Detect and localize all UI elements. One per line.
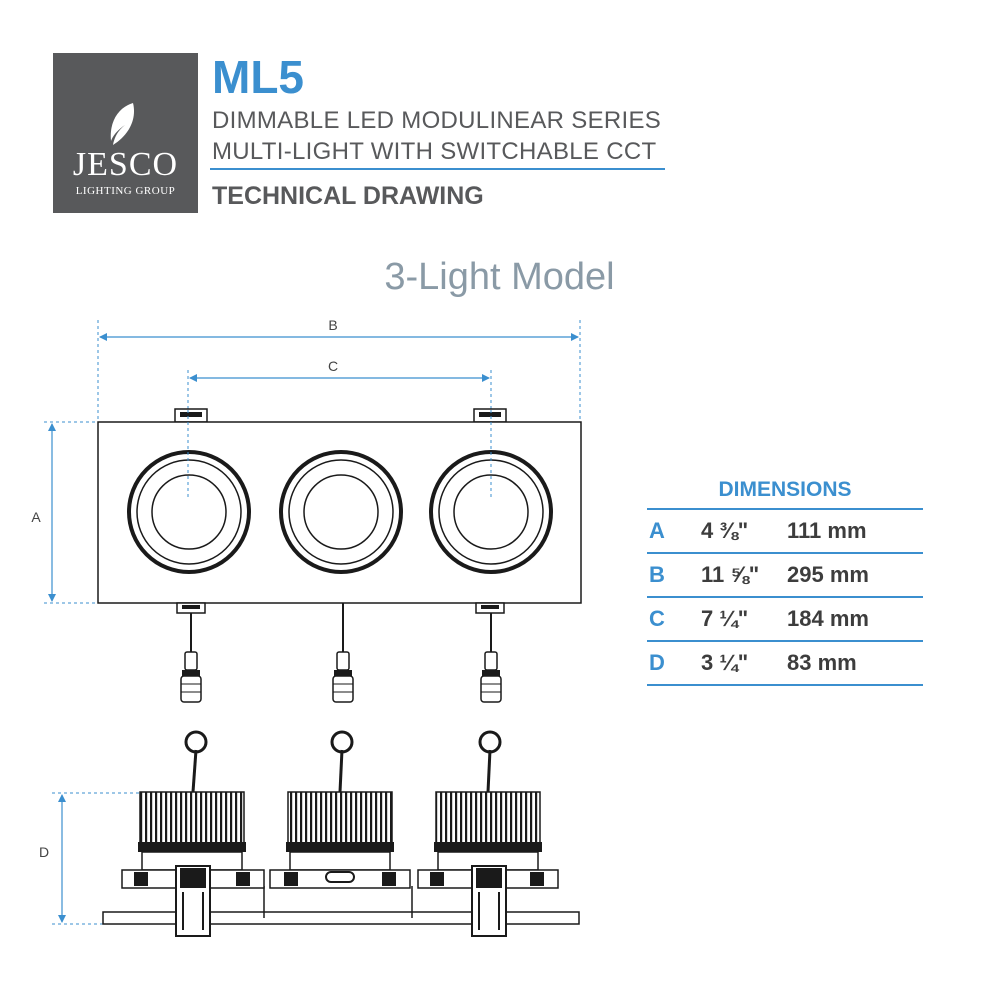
dimensions-title: DIMENSIONS: [647, 472, 923, 510]
dimension-b: B: [97, 317, 581, 420]
label-a: A: [31, 509, 41, 525]
dimension-mm: 295 mm: [787, 562, 869, 587]
table-row: A 4 ⅜" 111 mm: [647, 510, 923, 554]
series-line-2: MULTI-LIGHT WITH SWITCHABLE CCT: [212, 138, 657, 165]
jesco-logo: JESCO LIGHTING GROUP: [53, 53, 198, 213]
dimension-mm: 184 mm: [787, 606, 869, 631]
dimension-mm: 83 mm: [787, 650, 857, 675]
dimension-letter: C: [649, 606, 665, 631]
table-row: C 7 ¼" 184 mm: [647, 598, 923, 642]
logo-subtitle: LIGHTING GROUP: [75, 185, 176, 197]
dimension-letter: A: [649, 518, 665, 543]
side-view: [102, 730, 580, 937]
dimension-d: D: [39, 792, 140, 925]
dimension-a: A: [31, 421, 98, 604]
dimension-inches: 3 ¼": [701, 650, 749, 675]
light-3: [429, 450, 553, 574]
connectors-middle: [332, 603, 354, 703]
logo-name: JESCO: [72, 146, 179, 183]
label-b: B: [328, 317, 337, 333]
leaf-logo-icon: [110, 103, 135, 145]
top-view: [97, 408, 582, 614]
table-row: D 3 ¼" 83 mm: [647, 642, 923, 686]
dimension-mm: 111 mm: [787, 518, 867, 543]
document-type: TECHNICAL DRAWING: [212, 182, 484, 210]
page-subtitle: 3-Light Model: [384, 256, 615, 298]
series-line-1: DIMMABLE LED MODULINEAR SERIES: [212, 107, 662, 134]
connectors-right: [480, 613, 502, 703]
header-rule: [210, 168, 665, 170]
connectors-left: [180, 613, 202, 703]
module-1: [121, 730, 265, 937]
module-2: [269, 730, 411, 889]
dimension-inches: 11 ⅝": [701, 562, 760, 587]
dimension-letter: D: [649, 650, 665, 675]
dimension-inches: 4 ⅜": [701, 518, 749, 543]
dimension-letter: B: [649, 562, 665, 587]
light-2: [279, 450, 403, 574]
dimension-inches: 7 ¼": [701, 606, 749, 631]
table-row: B 11 ⅝" 295 mm: [647, 554, 923, 598]
label-d: D: [39, 844, 49, 860]
model-title: ML5: [212, 51, 304, 103]
dimensions-table: DIMENSIONS A 4 ⅜" 111 mm B 11 ⅝" 295 mm …: [647, 472, 923, 686]
label-c: C: [328, 358, 338, 374]
light-1: [127, 450, 251, 574]
module-3: [417, 730, 559, 937]
